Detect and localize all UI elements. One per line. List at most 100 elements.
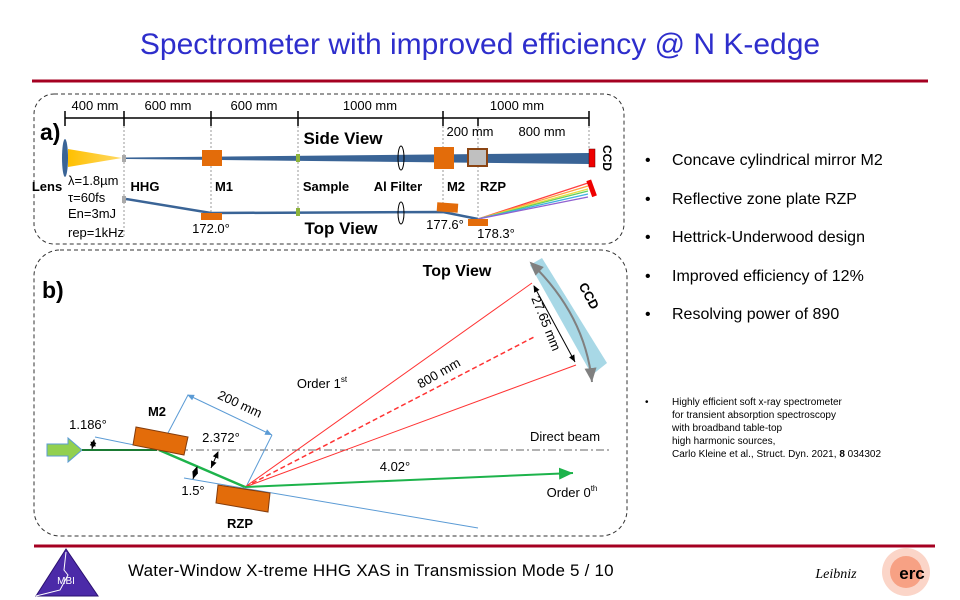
rzp-angle: 178.3° bbox=[477, 226, 515, 241]
ccd-label: CCD bbox=[576, 280, 602, 312]
leibniz-logo-text: Leibniz bbox=[814, 567, 857, 582]
rzp-angle: 1.5° bbox=[181, 483, 204, 498]
bullet-marker: • bbox=[645, 397, 649, 408]
distance-label: 600 mm bbox=[231, 98, 278, 113]
order1-ray-low bbox=[244, 364, 577, 488]
laser-param: En=3mJ bbox=[68, 206, 116, 221]
ccd-icon bbox=[586, 179, 597, 198]
panel-a-label: a) bbox=[40, 119, 60, 145]
bullet-text: Concave cylindrical mirror M2 bbox=[672, 152, 883, 169]
sample-icon bbox=[296, 154, 300, 162]
al-filter-icon bbox=[397, 201, 405, 225]
panel-b-border bbox=[33, 249, 628, 537]
hhg-cell-icon bbox=[122, 155, 126, 162]
citation-line: for transient absorption spectroscopy bbox=[672, 410, 836, 421]
citation-reference: Carlo Kleine et al., Struct. Dyn. 2021, … bbox=[672, 448, 881, 461]
angle-arrow bbox=[210, 451, 219, 469]
rzp-icon bbox=[468, 219, 488, 226]
citation-volume: 8 bbox=[839, 449, 845, 460]
bullet-marker: • bbox=[645, 190, 651, 208]
order0-beam bbox=[244, 467, 574, 488]
distance-scale bbox=[64, 111, 590, 126]
bullet-marker: • bbox=[645, 152, 651, 169]
m1-mirror-icon bbox=[202, 150, 222, 166]
distance-label: 400 mm bbox=[72, 98, 119, 113]
angle-arrow bbox=[89, 439, 97, 450]
hhg-label: HHG bbox=[131, 179, 160, 194]
m1-mirror-icon bbox=[201, 213, 222, 220]
lens-icon bbox=[62, 139, 68, 177]
incoming-beam-arrow bbox=[46, 436, 83, 464]
sample-icon bbox=[296, 208, 300, 216]
m2-rzp-dimension bbox=[187, 394, 273, 436]
m2-label: M2 bbox=[148, 404, 166, 419]
bullet-item: • Improved efficiency of 12% bbox=[645, 268, 945, 307]
hhg-cell-icon bbox=[122, 196, 126, 203]
m2-angle: 2.372° bbox=[202, 430, 240, 445]
side-view-beam bbox=[126, 153, 589, 164]
angle-arrow bbox=[192, 466, 199, 480]
top-view-label: Top View bbox=[423, 263, 492, 280]
ccd-icon bbox=[588, 148, 596, 168]
al-filter-icon bbox=[397, 145, 405, 171]
citation-line: high harmonic sources, bbox=[672, 436, 776, 447]
distance-label: 800 mm bbox=[519, 124, 566, 139]
rzp-icon bbox=[467, 148, 488, 167]
order0-label: Order 0th bbox=[547, 484, 598, 500]
direct-beam-label: Direct beam bbox=[530, 429, 600, 444]
bullet-item: • Reflective zone plate RZP bbox=[645, 191, 945, 230]
distance-label: 600 mm bbox=[145, 98, 192, 113]
order0-angle: 4.02° bbox=[380, 459, 411, 474]
dispersed-spectrum bbox=[477, 182, 589, 220]
ccd-width-dimension bbox=[533, 285, 576, 363]
incidence-angle: 1.186° bbox=[69, 417, 107, 432]
rzp-label: RZP bbox=[480, 179, 506, 194]
order1-ray-high bbox=[244, 282, 533, 488]
bullet-text: Hettrick-Underwood design bbox=[672, 229, 865, 246]
al-filter-label: Al Filter bbox=[374, 179, 422, 194]
bullet-text: Reflective zone plate RZP bbox=[672, 190, 857, 208]
dimension-extension bbox=[246, 434, 273, 486]
slide-title: Spectrometer with improved efficiency @ … bbox=[140, 28, 820, 61]
rzp-grating bbox=[215, 484, 271, 513]
citation-authors: Carlo Kleine et al., Struct. Dyn. 2021, bbox=[672, 449, 840, 460]
bullet-item: •Hettrick-Underwood design bbox=[645, 229, 945, 268]
bullet-text: Improved efficiency of 12% bbox=[672, 267, 864, 285]
citation-line: Highly efficient soft x-ray spectrometer bbox=[672, 397, 842, 408]
bullet-list: • Concave cylindrical mirror M2 • Reflecti… bbox=[645, 152, 945, 345]
m1-angle: 172.0° bbox=[192, 221, 230, 236]
distance-label: 1000 mm bbox=[490, 98, 544, 113]
rzp-surface-line bbox=[183, 477, 479, 529]
panel-b-label: b) bbox=[42, 277, 64, 303]
footer-title: Water-Window X-treme HHG XAS in Transmis… bbox=[128, 561, 614, 580]
m1-label: M1 bbox=[215, 179, 233, 194]
sample-label: Sample bbox=[303, 179, 349, 194]
order1-ray-center bbox=[244, 336, 535, 488]
top-view-beam bbox=[125, 197, 479, 221]
lens-label: Lens bbox=[32, 179, 62, 194]
m2-mirror bbox=[132, 426, 189, 456]
m2-label: M2 bbox=[447, 179, 465, 194]
m2-mirror-icon bbox=[434, 147, 454, 169]
bullet-item: • Concave cylindrical mirror M2 bbox=[645, 152, 945, 191]
citation: • Highly efficient soft x-ray spectromet… bbox=[645, 396, 881, 461]
laser-param: λ=1.8µm bbox=[68, 173, 118, 188]
rzp-label: RZP bbox=[227, 516, 253, 531]
erc-logo: erc bbox=[882, 548, 930, 596]
citation-number: 034302 bbox=[844, 449, 882, 460]
panel-a: a) 400 mm 600 mm 600 mm 1000 mm 1000 mm … bbox=[32, 93, 625, 245]
mbi-logo: MBI bbox=[35, 548, 99, 597]
side-view-label: Side View bbox=[303, 129, 383, 148]
m2-mirror-icon bbox=[436, 202, 459, 213]
leibniz-logo: Leibniz bbox=[814, 567, 857, 582]
m2-reflected-beam bbox=[158, 448, 246, 489]
bullet-marker: • bbox=[645, 306, 651, 323]
laser-focus-cone bbox=[68, 149, 122, 167]
mbi-logo-text: MBI bbox=[57, 576, 75, 587]
guide-lines bbox=[123, 126, 590, 238]
ccd-label: CCD bbox=[600, 145, 614, 171]
bullet-marker: • bbox=[645, 267, 651, 285]
panel-a-border bbox=[33, 93, 625, 245]
distance-label: 1000 mm bbox=[343, 98, 397, 113]
